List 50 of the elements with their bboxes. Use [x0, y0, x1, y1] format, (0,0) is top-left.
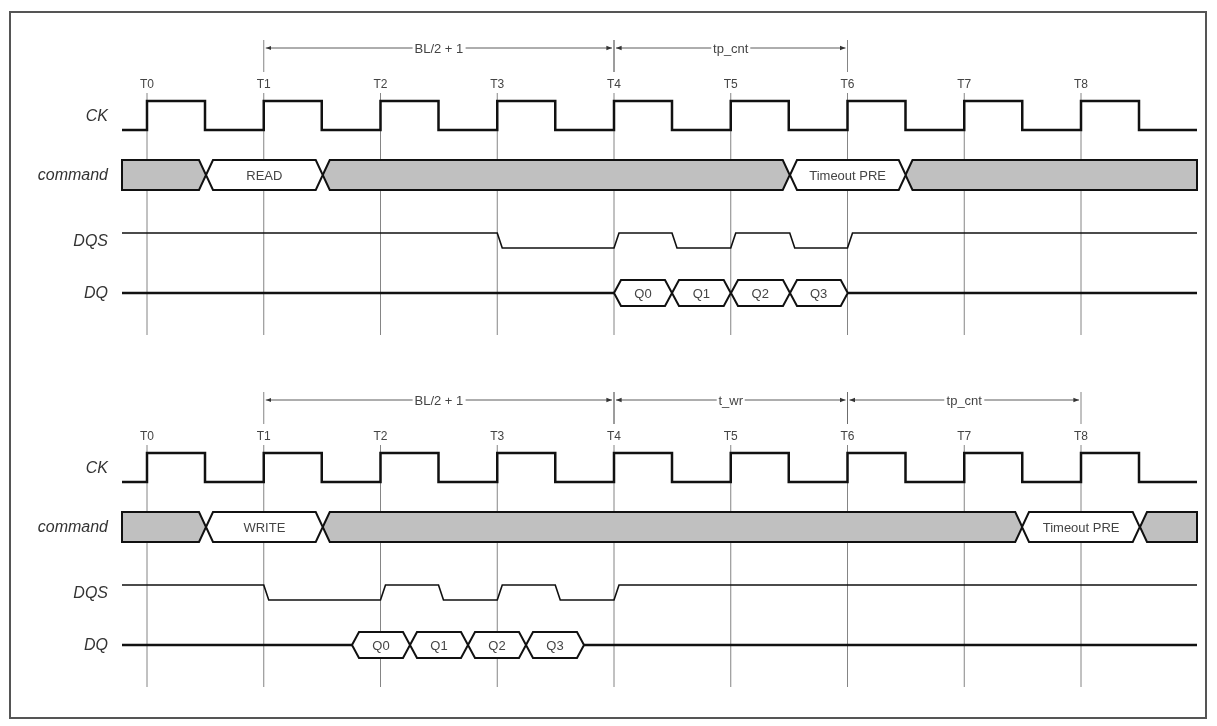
clock-tick-label: T0 [140, 77, 154, 91]
clock-tick-label: T8 [1074, 429, 1088, 443]
clock-tick-label: T2 [373, 77, 388, 91]
bus-value-hexagon [789, 160, 906, 190]
bus-value-label: Q1 [429, 637, 449, 653]
clock-tick-label: T7 [957, 429, 972, 443]
signal-name: DQS [73, 583, 108, 602]
clock-tick-label: T8 [1074, 77, 1088, 91]
signal-name: DQ [84, 636, 108, 654]
bus-value-hexagon [352, 632, 410, 658]
clock-tick-label: T3 [490, 77, 505, 91]
bus-value-label: Q2 [750, 285, 770, 301]
bus-value-label: Q3 [545, 637, 565, 653]
clock-tick-label: T5 [723, 429, 738, 443]
clock-tick-label: T2 [373, 429, 388, 443]
bus-value-label: Q1 [691, 285, 712, 301]
signal-name: command [37, 166, 108, 184]
clock-tick-label: T3 [490, 429, 505, 443]
bus-value-hexagon [468, 632, 526, 658]
clock-tick-label: T4 [607, 77, 621, 91]
bus-value-hexagon [526, 632, 584, 658]
signal-name: CK [85, 458, 108, 477]
clock-tick-label: T6 [840, 429, 855, 443]
signal-name: DQS [73, 231, 108, 250]
bus-value-label: Q3 [808, 285, 829, 301]
clock-tick-label: T6 [840, 77, 855, 91]
bus-value-label: Q2 [487, 637, 507, 653]
bus-value-label: Q0 [633, 285, 653, 301]
bus-value-hexagon [206, 512, 323, 542]
clock-tick-label: T1 [256, 77, 271, 91]
signal-name: DQ [84, 284, 108, 302]
bus-value-hexagon [730, 280, 790, 306]
bus-value-hexagon [789, 280, 848, 306]
bus-value-hexagon [206, 160, 323, 190]
signal-name: CK [85, 106, 108, 125]
bus-value-label: Timeout PRE [1041, 519, 1121, 535]
bus-value-label: READ [245, 167, 284, 183]
bus-value-hexagon [410, 632, 468, 658]
clock-tick-label: T4 [607, 429, 621, 443]
signal-name: command [37, 518, 108, 536]
clock-tick-label: T0 [140, 429, 154, 443]
bus-value-label: Q0 [371, 637, 391, 653]
clock-tick-label: T1 [256, 429, 271, 443]
bus-value-hexagon [614, 280, 672, 306]
bus-value-label: Timeout PRE [808, 167, 888, 183]
clock-tick-label: T5 [723, 77, 738, 91]
clock-tick-label: T7 [957, 77, 972, 91]
bus-value-hexagon [672, 280, 731, 306]
bus-value-hexagon [1022, 512, 1140, 542]
bus-value-label: WRITE [242, 519, 287, 535]
